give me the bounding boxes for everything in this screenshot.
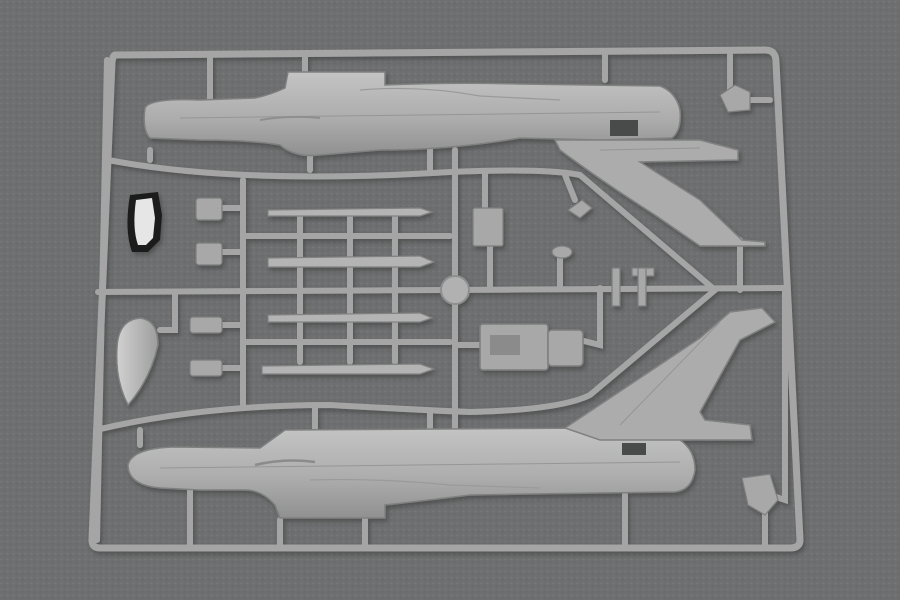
small-parts-right xyxy=(719,84,779,516)
missile-3 xyxy=(267,312,434,323)
sprue-frame xyxy=(88,46,804,552)
missile-rack xyxy=(261,207,436,375)
canopy-frame xyxy=(127,192,162,252)
nose-cone xyxy=(115,317,159,407)
missile-2 xyxy=(267,255,436,268)
fuselage-half-upper xyxy=(143,71,766,247)
small-parts-center xyxy=(472,199,655,307)
cockpit-tub xyxy=(479,323,584,371)
small-parts-left xyxy=(189,197,223,377)
sprue-tag xyxy=(440,275,470,305)
missile-4 xyxy=(261,363,436,375)
fuselage-half-lower xyxy=(127,307,777,519)
missile-1 xyxy=(267,207,434,217)
